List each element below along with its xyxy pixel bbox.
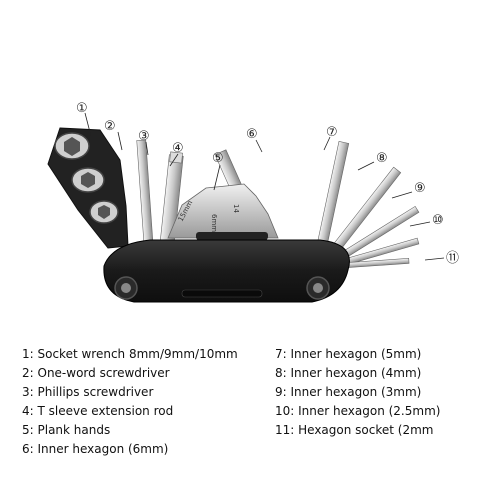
callout-1: ① — [76, 101, 88, 116]
plank-engraving-6mm: 6mm — [210, 214, 218, 232]
callout-lines — [84, 112, 445, 261]
legend-item-3: 3: Phillips screwdriver — [22, 385, 154, 399]
legend-item-1: 1: Socket wrench 8mm/9mm/10mm — [22, 347, 238, 361]
callout-11: ⑪ — [446, 251, 459, 266]
callout-2: ② — [104, 119, 116, 134]
callout-3: ③ — [138, 129, 150, 144]
plank-engraving-14: 14 — [232, 204, 240, 213]
callout-10: ⑩ — [432, 213, 444, 228]
callout-4: ④ — [172, 141, 184, 156]
callout-7: ⑦ — [326, 125, 338, 140]
callout-5: ⑤ — [212, 151, 224, 166]
legend-item-9: 9: Inner hexagon (3mm) — [275, 385, 422, 399]
legend-item-8: 8: Inner hexagon (4mm) — [275, 366, 422, 380]
legend-item-11: 11: Hexagon socket (2mm — [275, 423, 434, 437]
legend-left: 1: Socket wrench 8mm/9mm/10mm 2: One-wor… — [22, 345, 238, 459]
legend-item-10: 10: Inner hexagon (2.5mm) — [275, 404, 441, 418]
body-slot — [181, 289, 263, 298]
socket-wrench-group — [47, 127, 129, 249]
legend-item-6: 6: Inner hexagon (6mm) — [22, 442, 169, 456]
phillips-screwdriver — [136, 139, 154, 245]
legend-item-2: 2: One-word screwdriver — [22, 366, 170, 380]
callout-6: ⑥ — [246, 127, 258, 142]
callout-labels: ① ② ③ ④ ⑤ ⑥ ⑦ ⑧ ⑨ ⑩ ⑪ — [76, 101, 459, 266]
callout-9: ⑨ — [414, 181, 426, 196]
plank-hands: 15mm 6mm 14 — [167, 183, 279, 240]
legend-right: 7: Inner hexagon (5mm) 8: Inner hexagon … — [275, 345, 440, 440]
legend-item-5: 5: Plank hands — [22, 423, 111, 437]
legend-item-4: 4: T sleeve extension rod — [22, 404, 174, 418]
legend-item-7: 7: Inner hexagon (5mm) — [275, 347, 422, 361]
tool-body — [103, 239, 350, 303]
callout-8: ⑧ — [376, 151, 388, 166]
multi-tool-diagram: 15mm 6mm 14 ① ② ③ — [47, 101, 459, 303]
